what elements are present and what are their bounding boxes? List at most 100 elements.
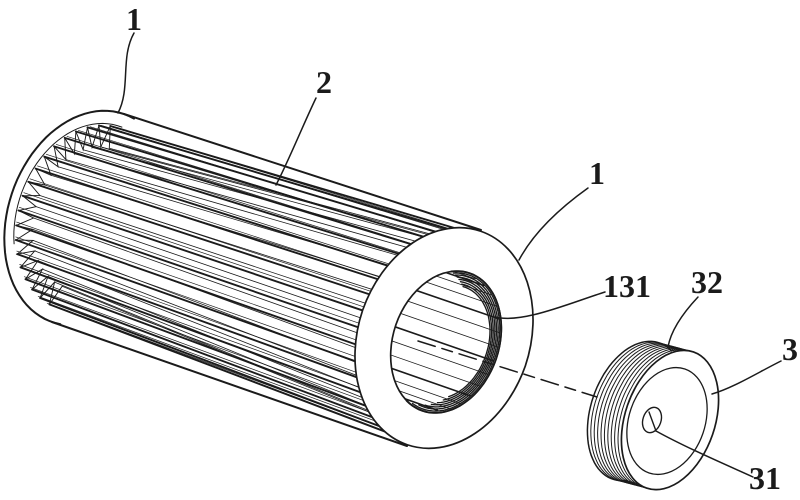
interior-pleat-line (372, 277, 460, 404)
pleat-edge-line (29, 178, 377, 294)
pleat-edge-line (30, 287, 379, 416)
end-cap-disc (586, 340, 720, 491)
pleat-edge-line (23, 192, 370, 310)
thread-arc (418, 274, 499, 410)
pleat-valley-line (35, 206, 374, 323)
pleat-edge-line (15, 236, 362, 359)
leader-near-end-cap (518, 187, 589, 261)
interior-pleat-line (372, 255, 497, 307)
pleat-ridge-line (48, 303, 401, 438)
cap-face-inner-ring (626, 366, 708, 476)
pleat-ridge-line (24, 278, 372, 409)
pleat-edge-line (19, 264, 366, 390)
interior-pleat-line (372, 269, 471, 397)
pleat-valley-line (57, 166, 403, 270)
pleat-edge-line (18, 206, 365, 326)
pleat-valley-line (61, 285, 411, 430)
pleat-ridge-line (15, 224, 361, 347)
thread-arc (411, 272, 501, 412)
thread-arc (430, 278, 496, 406)
pleat-valley-line (34, 250, 372, 382)
far-rim-inner-edge (13, 122, 123, 245)
pleat-valley-line (37, 260, 377, 395)
cap-thread-arc (597, 343, 683, 484)
body-bottom-silhouette (51, 321, 408, 447)
thread-arc (405, 270, 503, 414)
ref-label-far-end-cap: 1 (126, 1, 142, 37)
pleat-valley-line (65, 159, 414, 261)
pleat-edge-line (16, 250, 363, 375)
cap-thread-arc (614, 348, 700, 489)
leader-inner-thread (494, 291, 606, 320)
pleat-valley-line (108, 147, 473, 246)
leader-end-cap (711, 360, 782, 395)
filter-cartridge (3, 109, 534, 450)
interior-pleat-line (372, 255, 500, 334)
pleat-edge-line (101, 125, 459, 235)
cap-thread-arc (590, 341, 676, 482)
interior-pleat-line (372, 255, 488, 375)
pleat-valley-line (42, 268, 383, 406)
leader-cap-outer-thread (667, 296, 699, 348)
pleat-valley-line (33, 217, 370, 338)
pleat-ridge-line (31, 288, 380, 421)
ref-label-inner-thread: 131 (603, 268, 651, 304)
center-hole-tick (648, 411, 657, 432)
pleat-ridge-line (39, 297, 390, 431)
pleat-valley-line (32, 239, 370, 368)
pleat-valley-line (74, 153, 425, 253)
interior-pleat-line (372, 260, 480, 387)
cap-face (620, 349, 720, 491)
cap-thread-arc (593, 342, 679, 483)
pleat-edge-line (66, 136, 420, 247)
near-end-cap-ring (354, 226, 534, 450)
pleat-valley-line (39, 195, 379, 308)
far-rim-outer-edge (3, 109, 135, 326)
ref-label-cap-outer-thread: 32 (691, 264, 723, 300)
inner-thread-band (405, 270, 503, 414)
ref-label-near-end-cap: 1 (589, 155, 605, 191)
leader-filter-body (275, 97, 317, 186)
interior-pleat-line (372, 255, 498, 348)
interior-pleat-line (372, 255, 495, 362)
pleat-ridge-line (17, 209, 363, 330)
pleat-edge-line (37, 295, 388, 426)
pleat-edge-line (45, 153, 396, 267)
axis-dash-dot-line (417, 340, 598, 398)
ref-label-filter-body: 2 (316, 64, 332, 100)
reference-annotations: 1 2 1 131 32 3 31 (117, 1, 798, 496)
pleat-ridge-line (34, 167, 383, 282)
pleat-edge-line (78, 130, 433, 240)
pleat-edge-line (23, 276, 372, 404)
pleat-valley-line (50, 174, 394, 281)
leader-center-hole (655, 430, 754, 478)
pleat-valley-line (47, 275, 391, 416)
pleat-edge-line (112, 126, 472, 236)
interior-pleat-line (372, 255, 500, 320)
pleat-ridge-line (27, 180, 374, 297)
thread-arc (448, 285, 491, 398)
cartridge-body-pleats (14, 113, 482, 447)
pleat-edge-line (16, 221, 362, 343)
cap-thread-arc (607, 346, 693, 487)
pleat-valley-line (44, 184, 385, 294)
ref-label-end-cap: 3 (782, 331, 798, 367)
interior-pleats-through-opening (372, 255, 500, 412)
thread-arc (424, 276, 498, 408)
pleat-valley-line (54, 281, 400, 424)
pleat-edge-line (89, 126, 446, 236)
thread-arc (436, 281, 494, 404)
cap-thread-arc (610, 347, 696, 488)
pleat-ridge-line (21, 194, 368, 313)
pleat-valley-line (91, 146, 449, 245)
cap-thread-arc (617, 349, 703, 490)
cap-thread-arc (603, 345, 689, 486)
pleat-ridge-line (98, 124, 457, 233)
thread-arc (442, 283, 493, 401)
cap-thread-arc (600, 344, 686, 485)
leader-far-end-cap (117, 32, 135, 114)
pleat-valley-line (100, 146, 461, 244)
pleat-valley-line (32, 228, 369, 353)
